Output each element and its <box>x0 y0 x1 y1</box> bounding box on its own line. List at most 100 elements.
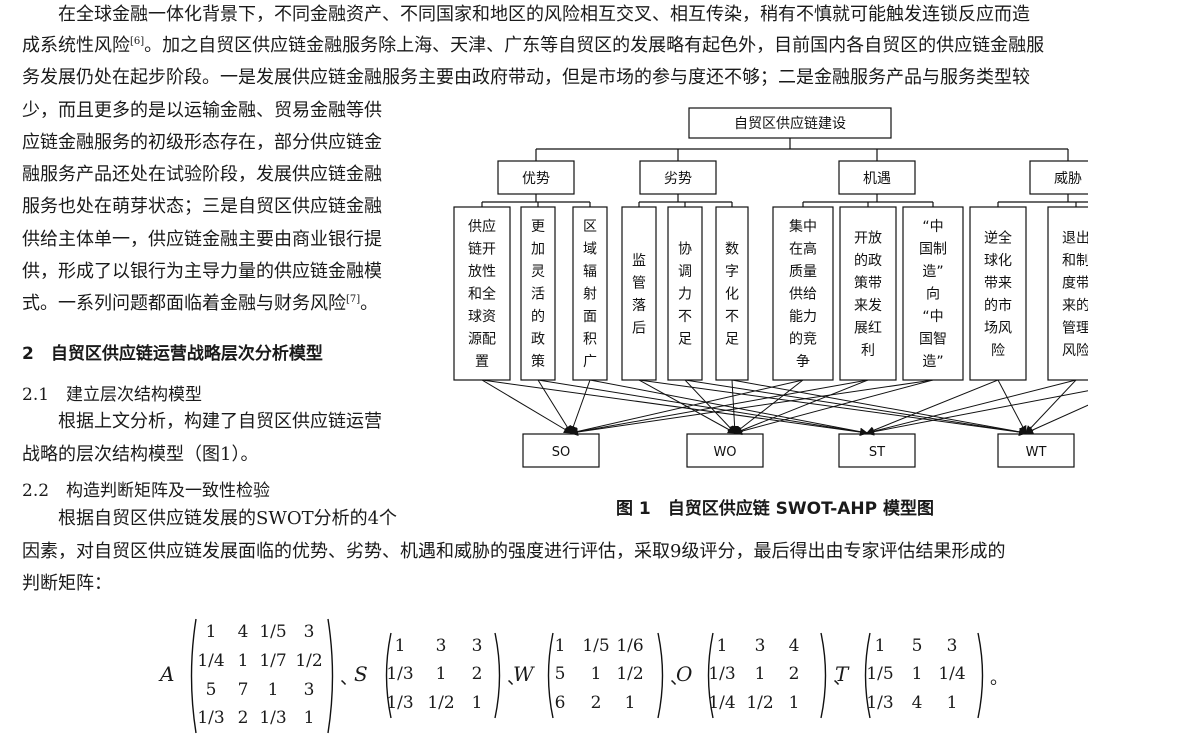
connector-arrow <box>997 379 1027 434</box>
factor-box <box>453 206 511 381</box>
category-box <box>1029 160 1088 195</box>
matrix-right-paren <box>657 632 664 719</box>
matrix-cell: 3 <box>946 636 958 656</box>
factor-label: 开放的政策带来发展红利 <box>854 230 882 359</box>
matrix-cell: 1/6 <box>616 636 644 656</box>
paragraph-line: 少，而且更多的是以运输金融、贸易金融等供 <box>22 100 382 121</box>
matrix-cell: 3 <box>303 622 315 642</box>
root-box <box>688 107 892 139</box>
connector-arrow <box>684 379 736 434</box>
paragraph-line: 式。一系列问题都面临着金融与财务风险[7]。 <box>22 293 379 314</box>
factor-box <box>772 206 834 381</box>
matrix-cell: 1/2 <box>616 664 644 684</box>
matrix-cell: 1 <box>788 693 800 713</box>
matrix-cell: 1/7 <box>259 651 287 671</box>
matrix-right-paren <box>820 632 827 719</box>
citation: [7] <box>346 294 361 305</box>
matrix-end-mark: 。 <box>990 668 1008 689</box>
matrix-cell: 4 <box>911 693 923 713</box>
matrix-cell: 1 <box>435 664 447 684</box>
matrix-cell: 5 <box>205 680 217 700</box>
connector-arrow <box>734 379 869 435</box>
paragraph-line: 根据上文分析，构建了自贸区供应链运营 <box>58 411 382 432</box>
matrix-cell: 1/4 <box>708 693 736 713</box>
factor-label: 供应链开放性和全球资源配置 <box>468 218 496 370</box>
matrix-cell: 1/4 <box>938 664 966 684</box>
connector-arrow <box>684 379 1027 436</box>
matrix-name: S <box>354 662 368 686</box>
matrix-cell: 1/3 <box>866 693 894 713</box>
matrix-cell: 6 <box>554 693 566 713</box>
matrix-cell: 1 <box>394 636 406 656</box>
category-box <box>639 160 717 195</box>
matrix-cell: 5 <box>911 636 923 656</box>
connector-arrow <box>569 379 591 434</box>
matrix-left-paren <box>385 632 392 719</box>
figure-caption: 图 1 自贸区供应链 SWOT-AHP 模型图 <box>616 499 935 519</box>
matrix-cell: 1 <box>946 693 958 713</box>
factor-label: 监管落后 <box>632 253 646 337</box>
strategy-label: WO <box>713 445 736 460</box>
matrix-cell: 2 <box>788 664 800 684</box>
paragraph-line: 根据自贸区供应链发展的SWOT分析的4个 <box>58 508 398 529</box>
factor-label: 区域辐射面积广 <box>583 219 597 370</box>
factor-box <box>902 206 964 381</box>
connector-arrow <box>537 379 572 434</box>
connector-arrow <box>1025 379 1077 434</box>
matrix-cell: 1 <box>590 664 602 684</box>
category-box <box>497 160 575 195</box>
paragraph-line: 判断矩阵： <box>22 573 112 594</box>
matrix-cell: 1/3 <box>386 693 414 713</box>
paragraph-line: 因素，对自贸区供应链发展面临的优势、劣势、机遇和威胁的强度进行评估，采取9级评分… <box>22 541 1006 562</box>
matrix-cell: 1 <box>554 636 566 656</box>
matrix-name: O <box>676 662 693 686</box>
connector-arrow <box>481 379 868 437</box>
connector-arrow <box>570 379 869 436</box>
matrix-cell: 2 <box>237 708 249 728</box>
matrix-right-paren <box>494 632 501 719</box>
factor-box <box>621 206 657 381</box>
paragraph-line: 务发展仍处在起步阶段。一是发展供应链金融服务主要由政府带动，但是市场的参与度还不… <box>22 67 1030 88</box>
paragraph-line: 供，形成了以银行为主导力量的供应链金融模 <box>22 261 382 282</box>
citation: [6] <box>130 36 145 47</box>
factor-label: 退出和制度带来的管理风险 <box>1062 230 1088 359</box>
matrix-left-paren <box>864 632 871 719</box>
matrix-cell: 1 <box>205 622 217 642</box>
factor-box <box>520 206 556 381</box>
matrix-cell: 3 <box>435 636 447 656</box>
matrix-left-paren <box>190 618 197 734</box>
strategy-box <box>997 433 1075 468</box>
paragraph-line: 供给主体单一，供应链金融主要由商业银行提 <box>22 229 382 250</box>
factor-label: 数字化不足 <box>725 242 739 348</box>
matrix-separator: 、 <box>670 668 688 689</box>
factor-box <box>839 206 897 381</box>
matrix-cell: 2 <box>590 693 602 713</box>
connector-arrow <box>589 379 868 436</box>
connector-arrow <box>866 379 1077 436</box>
connector-arrow <box>481 379 572 434</box>
subsection-heading: 2.2 构造判断矩阵及一致性检验 <box>22 481 271 501</box>
category-label: 劣势 <box>664 171 692 187</box>
matrix-cell: 1/2 <box>746 693 774 713</box>
paragraph-line: 在全球金融一体化背景下，不同金融资产、不同国家和地区的风险相互交叉、相互传染，稍… <box>58 4 1030 25</box>
matrix-cell: 1 <box>471 693 483 713</box>
matrix-cell: 1/3 <box>197 708 225 728</box>
strategy-label: ST <box>869 445 885 460</box>
matrix-separator: 、 <box>833 668 851 689</box>
matrix-cell: 4 <box>237 622 249 642</box>
matrix-cell: 1 <box>874 636 886 656</box>
paragraph-line: 融服务产品还处在试验阶段，发展供应链金融 <box>22 164 382 185</box>
matrix-cell: 1/2 <box>295 651 323 671</box>
connector-arrow <box>537 379 868 436</box>
matrix-cell: 3 <box>754 636 766 656</box>
matrix-name: A <box>160 662 175 686</box>
matrix-cell: 1/5 <box>259 622 287 642</box>
matrix-cell: 5 <box>554 664 566 684</box>
matrix-cell: 1/4 <box>197 651 225 671</box>
matrix-left-paren <box>547 632 554 719</box>
matrix-cell: 1 <box>716 636 728 656</box>
category-label: 威胁 <box>1054 171 1082 187</box>
category-box <box>838 160 916 195</box>
section-heading: 2 自贸区供应链运营战略层次分析模型 <box>22 344 323 364</box>
strategy-label: WT <box>1026 445 1047 460</box>
